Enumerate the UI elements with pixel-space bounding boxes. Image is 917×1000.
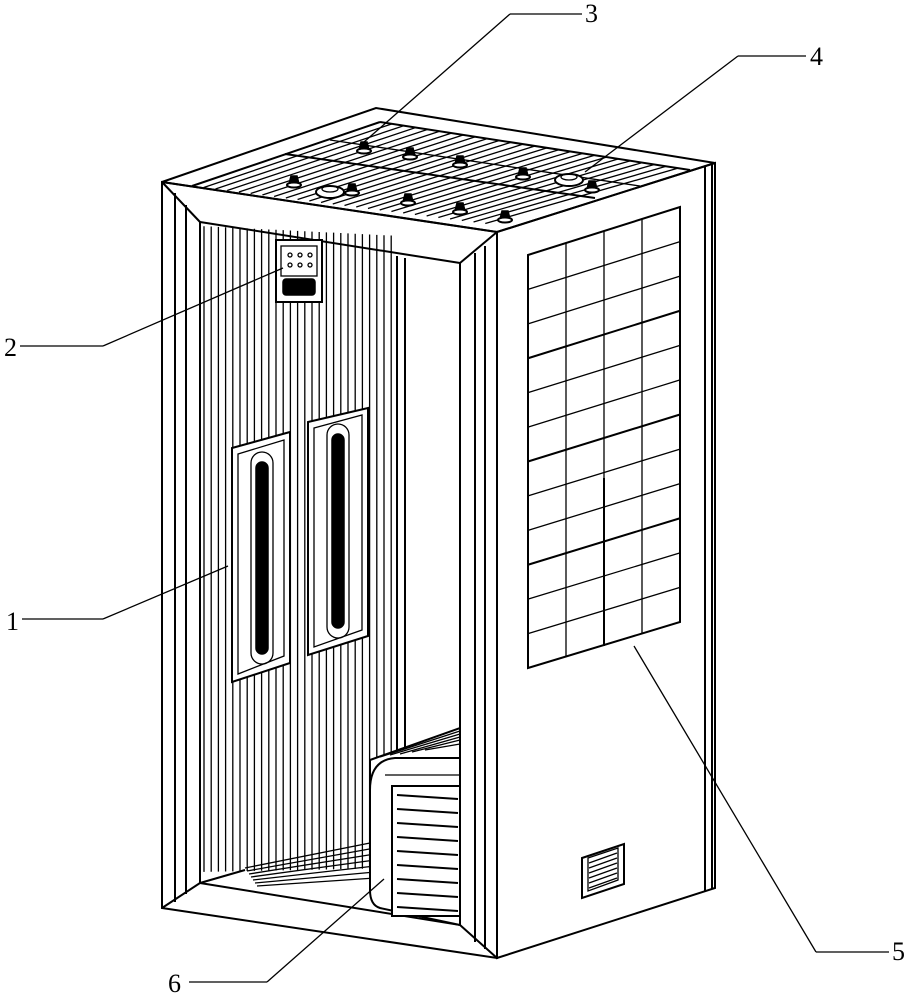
callout-3: 3 <box>585 0 598 28</box>
nozzle-base <box>401 201 415 206</box>
callout-6: 6 <box>168 969 181 998</box>
nozzle-base <box>287 183 301 188</box>
callout-2: 2 <box>4 333 17 362</box>
nozzle-base <box>585 188 599 193</box>
side-vent <box>582 844 624 898</box>
floor-edge <box>200 870 245 883</box>
nozzle-base <box>403 155 417 160</box>
nozzle-base <box>345 191 359 196</box>
nozzle-base <box>516 175 530 180</box>
nozzle-base <box>498 218 512 223</box>
callout-1: 1 <box>6 607 19 636</box>
infrared-heaters <box>232 408 368 682</box>
nozzle-base <box>357 149 371 154</box>
callout-5: 5 <box>892 937 905 966</box>
callout-4: 4 <box>810 42 823 71</box>
control-panel <box>276 240 322 302</box>
nozzle-base <box>453 163 467 168</box>
floor-slat <box>257 878 375 886</box>
nozzle-base <box>453 210 467 215</box>
